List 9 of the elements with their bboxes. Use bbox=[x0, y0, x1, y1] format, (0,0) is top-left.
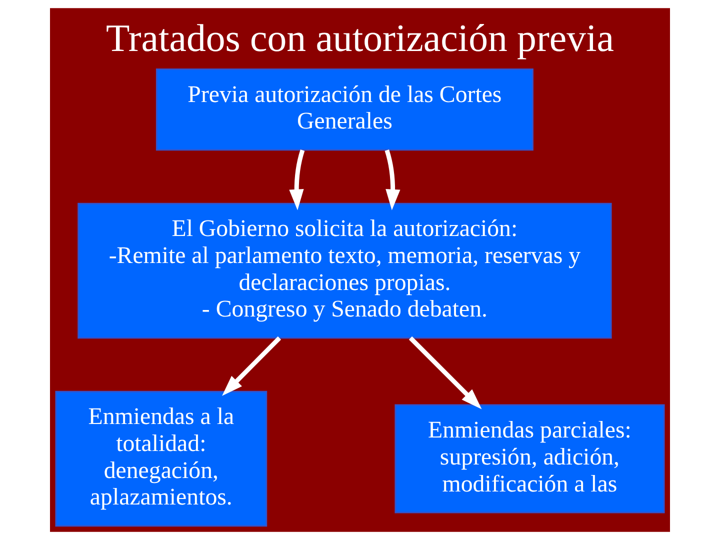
diagram-title: Tratados con autorización previa bbox=[106, 17, 614, 60]
node-box: Enmiendas a la totalidad: denegación, aplazamientos. bbox=[55, 390, 268, 527]
node-box: El Gobierno solicita la autorización: -Remite al parlamento texto, memoria, reservas y declaraciones propias. - Congreso y Senado debaten. bbox=[78, 202, 612, 339]
arrow bbox=[408, 336, 482, 410]
node-box: Enmiendas parciales: supresión, adición, modificación a las bbox=[394, 404, 665, 514]
arrow bbox=[289, 150, 305, 210]
node-box: Previa autorización de las Cortes Generales bbox=[156, 68, 534, 151]
arrow bbox=[384, 150, 400, 210]
arrow bbox=[222, 336, 282, 396]
